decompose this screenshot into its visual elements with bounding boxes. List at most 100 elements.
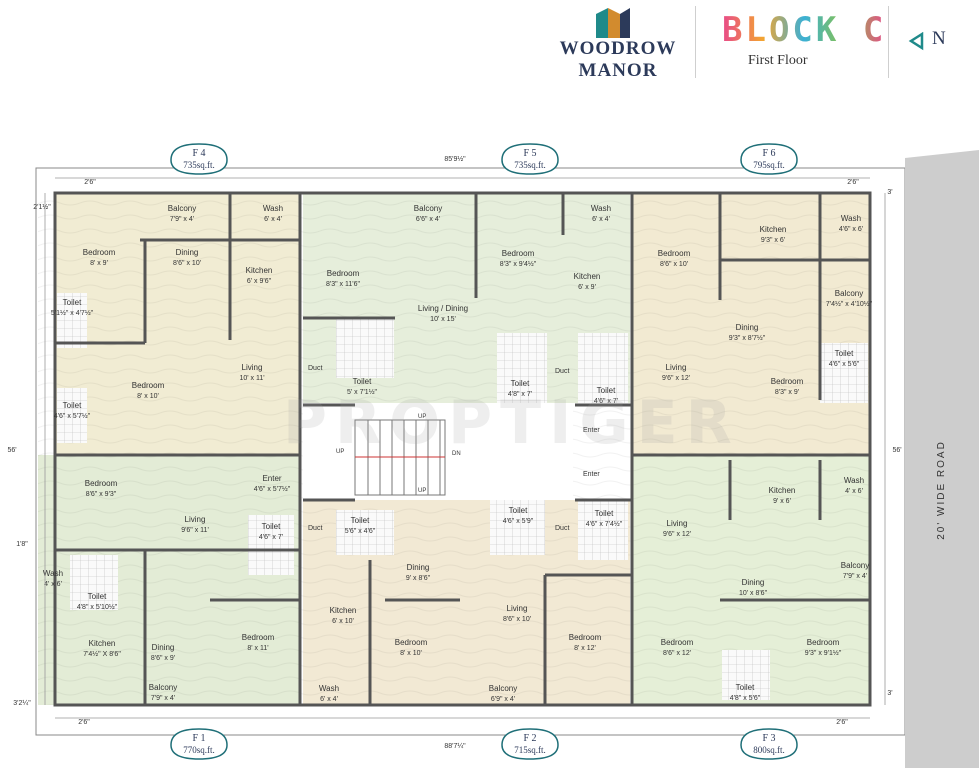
block-title-text: BLOCK C (722, 10, 887, 50)
room-labels: Balcony 7'9" x 4' Wash 6' x 4' Bedroom 8' x 9… (43, 204, 873, 703)
room-name: Toilet (595, 509, 614, 518)
dim-top-right-offset: 2'6" (847, 179, 859, 186)
room-name: Balcony (414, 204, 442, 213)
room-size: 8'6" x 9' (151, 655, 175, 662)
brand-name-line1: WOODROW (559, 38, 677, 59)
duct-label: Duct (308, 525, 322, 532)
flat-tag-badge (740, 728, 798, 760)
room-name: Toilet (597, 386, 616, 395)
road (905, 150, 979, 768)
room-name: Living (667, 519, 688, 528)
room-size: 10' x 11' (239, 375, 264, 382)
room-name: Bedroom (327, 269, 360, 278)
room-name: Balcony (149, 683, 177, 692)
room-size: 8'6" x 9'3" (86, 491, 117, 498)
room-size: 9'6" x 12' (662, 375, 690, 382)
room-size: 4'8" x 5'10½" (77, 603, 118, 611)
room-size: 6' x 4' (320, 696, 338, 703)
room-size: 9' x 6' (773, 498, 791, 505)
flat-area: 735sq.ft. (514, 160, 546, 170)
room-size: 4'6" x 6' (839, 226, 863, 233)
dimension-texts: 85'9½" 88'7¼" 56' 56' 2'6" 2'6" 2'6" 2'6… (7, 155, 901, 750)
toilet-tiles (57, 293, 868, 700)
duct-label: Duct (555, 525, 569, 532)
dim-top-overall: 85'9½" (444, 155, 466, 163)
room-name: Bedroom (569, 633, 602, 642)
room-name: Dining (736, 323, 759, 332)
room-size: 5'6" x 4'6" (345, 528, 376, 535)
stair-dn: DN (452, 451, 461, 457)
flat-area: 795sq.ft. (753, 160, 785, 170)
room-size: 6' x 4' (592, 216, 610, 223)
room-name: Kitchen (246, 266, 273, 275)
room-name: Wash (591, 204, 611, 213)
header-divider (695, 6, 696, 78)
dim-left-height: 56' (7, 447, 16, 454)
room-size: 8' x 10' (137, 393, 159, 400)
flat-tag-badge (740, 143, 798, 175)
room-size: 10' x 15' (430, 316, 456, 323)
room-name: Living (507, 604, 528, 613)
room-size: 8'6" x 12' (663, 650, 691, 657)
room-size: 6' x 4' (264, 216, 282, 223)
dim-left-bottom-corner: 3'2¼" (13, 700, 31, 707)
room-name: Bedroom (395, 638, 428, 647)
room-size: 8'6" x 10' (503, 616, 531, 623)
room-size: 9'6" x 11' (181, 527, 209, 534)
room-size: 4' x 6' (845, 488, 863, 495)
room-size: 8' x 10' (400, 650, 422, 657)
stair-core (303, 405, 573, 500)
room-size: 4'6" x 7'4½" (586, 520, 623, 528)
room-name: Kitchen (330, 606, 357, 615)
stair-labels: UP UP DN UP (336, 414, 461, 494)
north-arrow-icon (908, 32, 924, 51)
flat-tag-badge (501, 728, 559, 760)
room-name: Bedroom (502, 249, 535, 258)
duct-labels: Duct Duct Duct Duct Enter Enter (308, 365, 600, 532)
room-size: 4'6" x 7' (259, 534, 283, 541)
road-label: 20' WIDE ROAD (936, 440, 947, 540)
flat-area: 770sq.ft. (183, 745, 215, 755)
stair-up-top: UP (418, 414, 426, 420)
room-size: 7'9" x 4' (151, 695, 175, 702)
room-name: Wash (43, 569, 63, 578)
flat-tag-badge (170, 728, 228, 760)
room-name: Toilet (509, 506, 528, 515)
room-name: Living / Dining (418, 304, 468, 313)
flat-id: F 1 (192, 733, 205, 744)
room-name: Wash (263, 204, 283, 213)
room-size: 4'6" x 5'7½" (254, 485, 291, 493)
dim-right-top: 3' (887, 189, 892, 196)
flat-area: 715sq.ft. (514, 745, 546, 755)
room-size: 8'3" x 9'4½" (500, 260, 537, 268)
stair-up-bottom: UP (418, 488, 426, 494)
room-size: 7'4½" X 8'6" (83, 650, 121, 658)
dim-right-height: 56' (892, 447, 901, 454)
room-name: Kitchen (89, 639, 116, 648)
room-name: Toilet (835, 349, 854, 358)
room-size: 8'3" x 9' (775, 389, 799, 396)
flat-tag-badge (170, 143, 228, 175)
room-size: 6'6" x 4' (416, 216, 440, 223)
room-name: Toilet (63, 298, 82, 307)
room-name: Enter (262, 474, 281, 483)
room-name: Wash (844, 476, 864, 485)
room-name: Living (185, 515, 206, 524)
watermark: PROPTIGER (283, 388, 740, 458)
room-size: 6' x 9' (578, 284, 596, 291)
room-name: Balcony (835, 289, 863, 298)
room-name: Toilet (353, 377, 372, 386)
room-name: Toilet (351, 516, 370, 525)
room-size: 9'3" x 6' (761, 237, 785, 244)
room-name: Dining (742, 578, 765, 587)
room-name: Dining (407, 563, 430, 572)
flat-id: F 5 (523, 148, 536, 159)
room-size: 8' x 9' (90, 260, 108, 267)
room-size: 8'6" x 10' (660, 261, 688, 268)
flat-id: F 4 (192, 148, 205, 159)
